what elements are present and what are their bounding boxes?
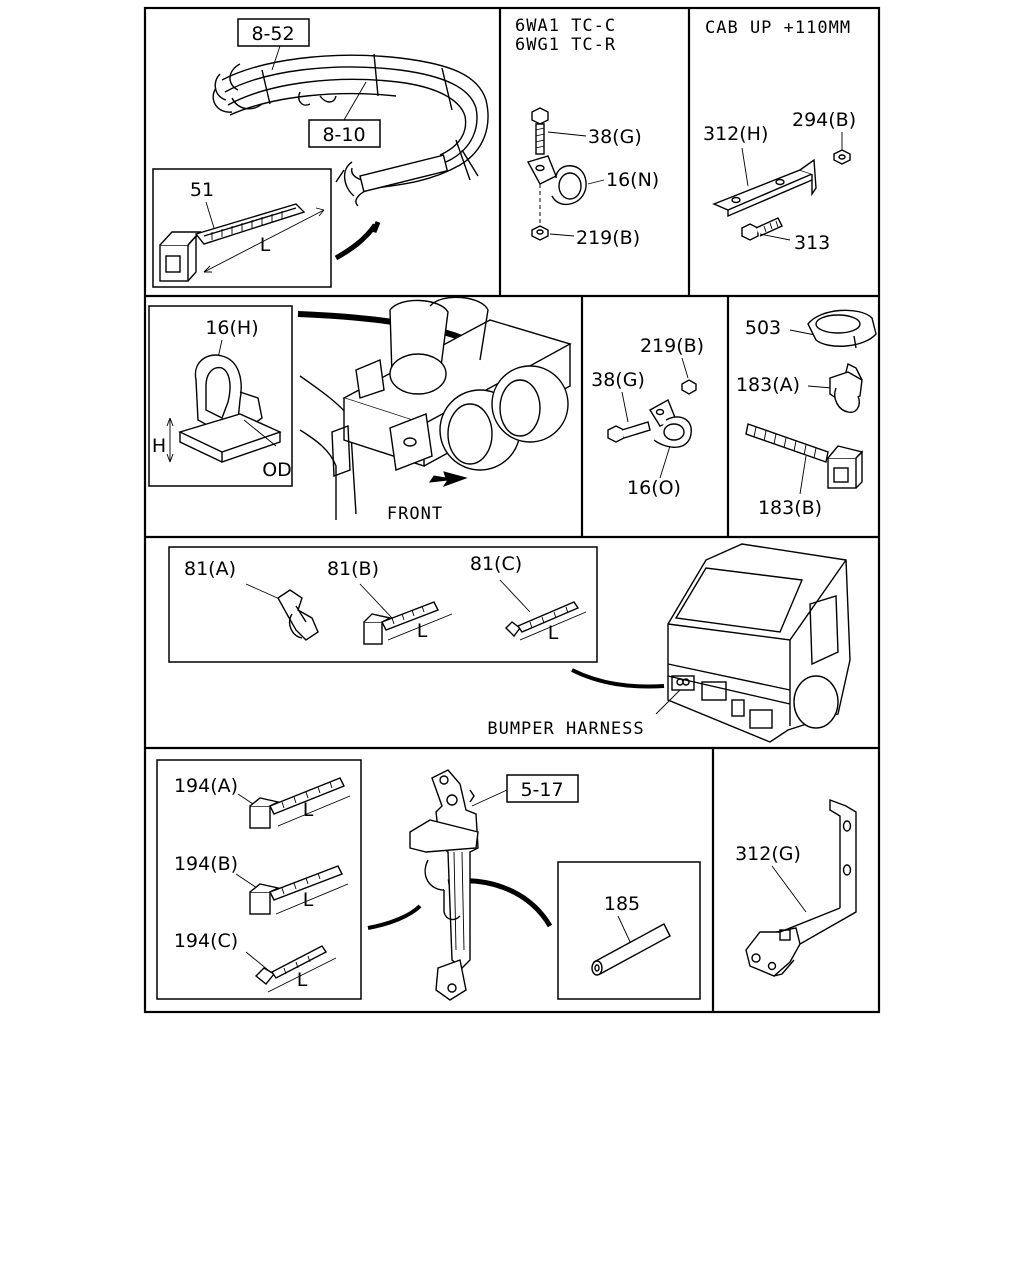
ref-box-top: [237, 18, 310, 47]
clamp-16n: [526, 155, 587, 224]
clamp-label: 16(N): [606, 169, 659, 191]
steering-column-drawing: [409, 769, 479, 1001]
panel-cab-up: CAB UP +110MM 312(H) 294(B) 313: [703, 18, 856, 254]
pointer-arrow: [571, 668, 665, 689]
bands-inset: [156, 759, 362, 1000]
ref-label-mid: 8-10: [322, 124, 365, 146]
steering-ref-label: 5-17: [520, 779, 563, 801]
cab-up-title: CAB UP +110MM: [705, 18, 851, 38]
tie-dim-label: L: [260, 234, 271, 256]
bracket-312g: [745, 798, 857, 977]
tie-81c: [505, 601, 587, 641]
clip-a-label: 183(A): [736, 374, 800, 396]
height-label: H: [152, 435, 166, 457]
band-194a-label: 194(A): [174, 775, 238, 797]
panel-clip-h: 16(H) H OD: [148, 296, 572, 524]
chassis-drawing: [299, 296, 572, 520]
bolt-label: 38(G): [588, 126, 642, 148]
clip-81b-label: 81(B): [327, 558, 379, 580]
clip-81a-label: 81(A): [184, 558, 236, 580]
wire-harness-drawing: [212, 53, 489, 207]
variant-line2: 6WG1 TC-R: [515, 35, 616, 55]
clip-183a: [829, 362, 863, 413]
panel-bumper: 81(A) 81(B) L 81(C) L: [168, 543, 851, 743]
bolt-o-label: 38(G): [591, 369, 645, 391]
nut-o-label: 219(B): [640, 335, 704, 357]
bolt-313-label: 313: [794, 232, 830, 254]
clamp-16o: [649, 399, 692, 448]
panel-bracket-g: 312(G): [735, 798, 857, 977]
bumper-harness-label: BUMPER HARNESS: [487, 719, 644, 739]
panel-tube: 185: [557, 861, 701, 1000]
panel-grid: [143, 6, 881, 1014]
clip-16h: [178, 354, 282, 463]
nut-219b-o: [681, 379, 697, 395]
bolt-313: [741, 217, 783, 241]
ref-label-top: 8-52: [251, 23, 294, 45]
variant-line1: 6WA1 TC-C: [515, 16, 616, 36]
tie-label: 51: [190, 179, 214, 201]
front-label: FRONT: [387, 504, 443, 524]
band-194a: [249, 777, 351, 829]
band-81b: [363, 601, 453, 645]
panel-variant: 6WA1 TC-C 6WG1 TC-R 38(G) 16(N) 219(B): [515, 16, 659, 249]
bracket-h-label: 312(H): [703, 123, 768, 145]
dim-194a-label: L: [303, 799, 314, 821]
clip-h-label: 16(H): [205, 317, 258, 339]
nut-219b: [531, 225, 549, 241]
band-183b: [745, 423, 864, 489]
clip-inset: [148, 305, 293, 487]
dim-194b-label: L: [303, 889, 314, 911]
tube-label: 185: [604, 893, 640, 915]
tie-194c: [254, 945, 337, 993]
band-b-label: 183(B): [758, 497, 822, 519]
clamp-o-label: 16(O): [627, 477, 681, 499]
bolt-38g-o: [607, 421, 651, 443]
nut-294b: [833, 149, 851, 165]
band-194b: [249, 865, 349, 915]
panel-clips-183: 503 183(A) 183(B): [736, 309, 877, 519]
panel-bands-194: 194(A) L 194(B) L 194(C) L: [156, 759, 362, 1000]
band-194b-label: 194(B): [174, 853, 238, 875]
tube-inset: [557, 861, 701, 1000]
dim-81c-label: L: [548, 622, 559, 644]
bracket-312h: [712, 158, 817, 218]
tie-inset: [152, 168, 332, 288]
pointer-arrow: [367, 904, 422, 930]
clip-81a: [277, 589, 319, 641]
band-194c-label: 194(C): [174, 930, 238, 952]
panel-steering: 5-17: [367, 769, 579, 1001]
front-arrow: [428, 471, 468, 487]
cable-tie-51: [159, 203, 325, 282]
od-label: OD: [262, 459, 292, 481]
bumper-inset: [168, 546, 598, 663]
steering-ref-box: [506, 774, 579, 803]
truck-cab-drawing: [667, 543, 851, 743]
bolt-38g: [531, 107, 549, 155]
tube-185: [591, 923, 671, 976]
pointer-arrow: [297, 311, 464, 341]
panel-harness: 8-52 8-10 51 L: [152, 18, 489, 288]
nut-label: 219(B): [576, 227, 640, 249]
clip-81c-label: 81(C): [470, 553, 522, 575]
dim-81b-label: L: [417, 620, 428, 642]
cover-label: 503: [745, 317, 781, 339]
panel-clamp-o: 219(B) 38(G) 16(O): [591, 335, 704, 499]
nut-294-label: 294(B): [792, 109, 856, 131]
dim-194c-label: L: [297, 969, 308, 991]
bracket-g-label: 312(G): [735, 843, 801, 865]
cover-503: [807, 309, 877, 349]
pointer-arrow: [334, 221, 381, 261]
